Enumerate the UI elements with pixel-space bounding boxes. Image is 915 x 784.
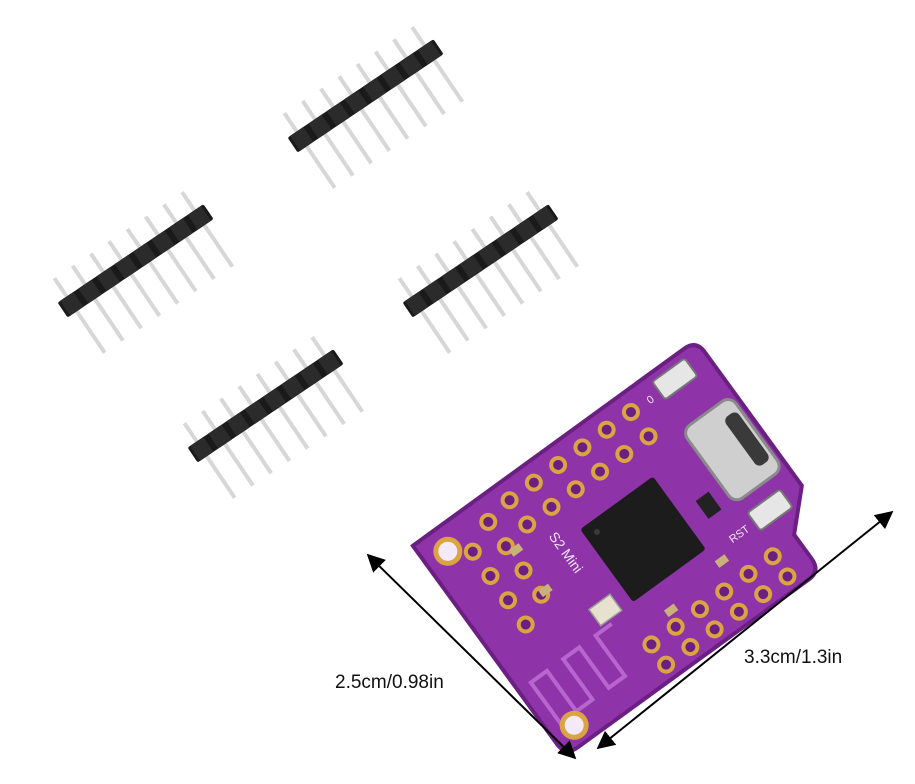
header-segment (60, 291, 84, 316)
header-segment (244, 400, 269, 424)
header-pin (70, 264, 125, 342)
header-pin (273, 360, 328, 438)
s2-mini-board: S2 Mini 0 RST (410, 343, 818, 753)
header-segment (187, 205, 212, 230)
header-segment (317, 350, 342, 375)
header-segment (363, 77, 387, 102)
length-label: 3.3cm/1.3in (744, 647, 843, 668)
header-segment (514, 218, 538, 243)
header-segment (532, 205, 557, 230)
header-segment (96, 267, 120, 292)
pin-pad (479, 512, 498, 531)
header-pin (162, 203, 216, 281)
pin-pad (542, 497, 561, 516)
header-segment (496, 230, 520, 255)
header-pin (373, 50, 428, 128)
header-pin (107, 240, 162, 318)
header-body (403, 204, 558, 317)
length-dimension-arrow (596, 510, 894, 750)
pin-header (282, 25, 465, 189)
header-pin (525, 190, 580, 268)
header-pin (310, 335, 365, 413)
header-pin (125, 227, 180, 305)
width-label: 2.5cm/0.98in (335, 672, 444, 693)
header-pin (507, 203, 561, 281)
pin-pad (597, 420, 616, 439)
pin-headers (52, 25, 580, 499)
pin-pad (518, 515, 537, 534)
header-pin (282, 112, 337, 189)
header-pin (200, 409, 255, 487)
header-pin (488, 215, 543, 293)
usb-c-connector (684, 398, 781, 502)
header-pin (392, 38, 446, 116)
pin-pad (621, 403, 640, 422)
header-pin (355, 62, 410, 140)
header-pin (470, 227, 525, 305)
header-segment (478, 242, 502, 267)
header-pin (219, 397, 273, 475)
pin-pad (549, 455, 568, 474)
header-pin (410, 25, 465, 103)
header-segment (208, 424, 232, 449)
pin-pad (566, 480, 585, 499)
pin-pad (615, 444, 634, 463)
header-pin (237, 385, 292, 463)
header-pin (319, 87, 373, 165)
header-segment (381, 65, 405, 90)
pin-header (182, 335, 365, 499)
header-pin (255, 372, 310, 450)
header-segment (308, 114, 332, 139)
pin-header (397, 190, 580, 354)
header-segment (405, 291, 429, 316)
header-pin (415, 264, 470, 342)
header-pin (452, 240, 507, 318)
header-segment (290, 126, 314, 151)
header-pin (434, 252, 488, 330)
pin-header (52, 190, 235, 354)
header-segment (226, 412, 250, 437)
header-segment (114, 255, 139, 279)
header-body (288, 39, 443, 152)
header-pin (52, 277, 107, 354)
header-segment (263, 387, 287, 412)
header-pin (397, 277, 452, 354)
header-segment (459, 255, 484, 279)
width-dimension-arrow (366, 553, 577, 760)
pin-pad (500, 491, 519, 510)
header-segment (133, 242, 157, 267)
header-body (188, 349, 343, 462)
header-pin (337, 75, 392, 153)
header-segment (326, 102, 350, 127)
header-body (58, 204, 213, 317)
header-segment (299, 363, 323, 388)
header-pin (143, 215, 198, 293)
header-segment (441, 267, 465, 292)
header-pin (300, 99, 355, 177)
pin-pad (591, 462, 610, 481)
usb-c-opening (725, 412, 769, 466)
header-segment (344, 90, 369, 114)
header-segment (417, 40, 442, 65)
pin-pad (639, 427, 658, 446)
header-segment (151, 230, 175, 255)
header-segment (281, 375, 305, 400)
header-segment (78, 279, 102, 304)
header-pin (182, 422, 237, 499)
header-segment (399, 53, 423, 78)
header-pin (180, 190, 235, 268)
pin-pad (524, 473, 543, 492)
pin-pad (573, 438, 592, 457)
header-pin (89, 252, 143, 330)
button-0 (652, 358, 698, 400)
header-pin (292, 348, 346, 426)
header-segment (190, 436, 214, 461)
header-segment (169, 218, 193, 243)
smd-component (508, 543, 524, 557)
header-segment (423, 279, 447, 304)
